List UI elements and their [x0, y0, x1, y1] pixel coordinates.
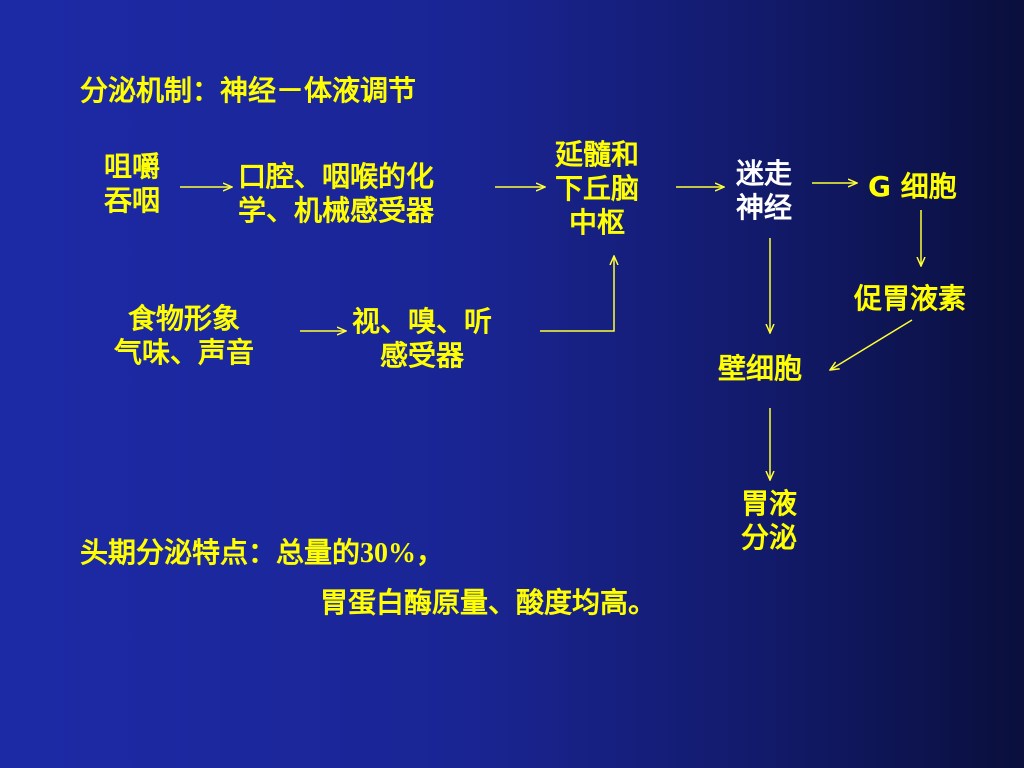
summary-value: 30%，	[360, 538, 445, 569]
node-chew-swallow: 咀嚼 吞咽	[104, 150, 160, 218]
node-gastrin: 促胃液素	[854, 282, 967, 315]
node-secretion-line2: 分泌	[741, 521, 798, 554]
summary-label: 头期分泌特点：总量的	[80, 536, 361, 569]
node-brain-center-line1: 延髓和	[555, 138, 640, 171]
node-vagus-line2: 神经	[736, 191, 793, 224]
node-secretion-line1: 胃液	[741, 487, 798, 520]
node-sensory-receptor: 视、嗅、听 感受器	[352, 305, 492, 373]
node-parietal-cell: 壁细胞	[718, 352, 803, 385]
node-brain-center-line2: 下丘脑	[555, 172, 640, 205]
node-oral-receptor-line1: 口腔、咽喉的化	[238, 160, 435, 193]
node-brain-center-line3: 中枢	[569, 206, 626, 239]
node-brain-center: 延髓和 下丘脑 中枢	[555, 138, 639, 240]
arrow-gastrin-to-parietal	[830, 319, 913, 370]
node-oral-receptor: 口腔、咽喉的化 学、机械感受器	[238, 160, 434, 228]
node-oral-receptor-line2: 学、机械感受器	[238, 194, 435, 227]
arrow-receptor2-to-center	[540, 256, 614, 332]
summary-line2: 胃蛋白酶原量、酸度均高。	[320, 586, 657, 619]
node-g-cell: G 细胞	[868, 170, 957, 203]
title: 分泌机制：神经－体液调节	[80, 74, 417, 107]
node-sensory-line1: 视、嗅、听	[352, 305, 493, 338]
node-vagus-line1: 迷走	[736, 157, 793, 190]
node-vagus-nerve: 迷走 神经	[736, 157, 792, 225]
summary-line1: 头期分泌特点：总量的30%，	[80, 536, 444, 571]
node-food-line2: 气味、声音	[114, 336, 255, 369]
node-chew-line2: 吞咽	[104, 184, 161, 217]
node-gastric-secretion: 胃液 分泌	[741, 487, 797, 555]
node-food-stimuli: 食物形象 气味、声音	[114, 302, 254, 370]
node-chew-line1: 咀嚼	[104, 150, 161, 183]
node-sensory-line2: 感受器	[380, 339, 465, 372]
node-food-line1: 食物形象	[128, 302, 241, 335]
